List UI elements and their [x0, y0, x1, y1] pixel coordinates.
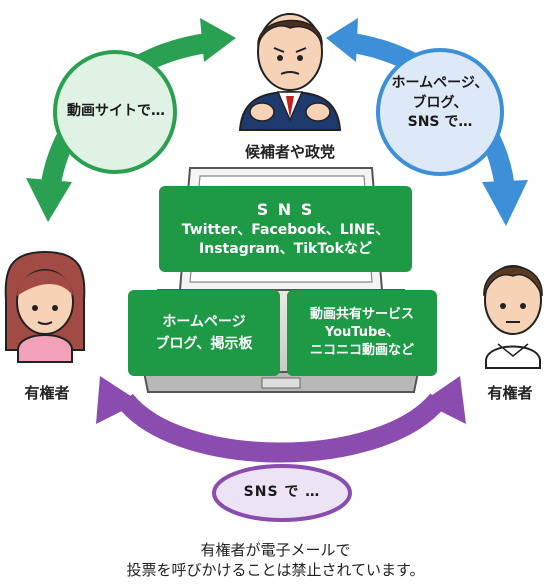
homepage-box-line-2: ブログ、掲示板: [155, 336, 253, 352]
bubble-right-text: ホームページ、 ブログ、 SNS で…: [380, 74, 500, 133]
candidate-figure: [238, 13, 342, 131]
bubble-left: [53, 50, 177, 174]
bubble-bottom: [212, 464, 352, 522]
voter-right-figure: [483, 265, 543, 369]
video-box-line-1: 動画共有サービス: [309, 306, 414, 322]
bubble-left-text: 動画サイトで…: [60, 103, 172, 121]
voter-left-label: 有権者: [24, 384, 70, 402]
bubble-right-line-2: ブログ、: [412, 94, 468, 111]
homepage-box-line-1: ホームページ: [162, 313, 246, 330]
note-line-1: 有権者が電子メールで: [200, 541, 351, 559]
bubble-right-line-1: ホームページ、: [391, 75, 489, 91]
note-line-2: 投票を呼びかけることは禁止されています。: [126, 561, 425, 580]
voter-left-figure: [4, 250, 86, 363]
video-service-box: 動画共有サービス YouTube、 ニコニコ動画など: [287, 290, 437, 376]
voter-right-label: 有権者: [487, 384, 533, 402]
homepage-box: ホームページ ブログ、掲示板: [128, 290, 280, 376]
bubble-bottom-text: SNS で …: [243, 484, 321, 500]
bubble-right-line-3: SNS で…: [407, 114, 473, 131]
sns-box-title: S N S: [256, 200, 315, 220]
bubble-right: [376, 48, 504, 176]
video-box-line-3: ニコニコ動画など: [309, 343, 414, 359]
video-box-line-2: YouTube、: [324, 324, 400, 340]
email-prohibition-note: 有権者が電子メールで 投票を呼びかけることは禁止されています。: [0, 540, 551, 581]
sns-box-line-2: Instagram、TikTokなど: [199, 240, 372, 257]
candidate-label: 候補者や政党: [244, 143, 335, 161]
sns-box: S N S Twitter、Facebook、LINE、 Instagram、T…: [159, 186, 412, 272]
bubble-left-line: 動画サイトで…: [67, 103, 165, 119]
purple-arrow: [96, 376, 466, 463]
sns-box-line-1: Twitter、Facebook、LINE、: [181, 221, 390, 238]
